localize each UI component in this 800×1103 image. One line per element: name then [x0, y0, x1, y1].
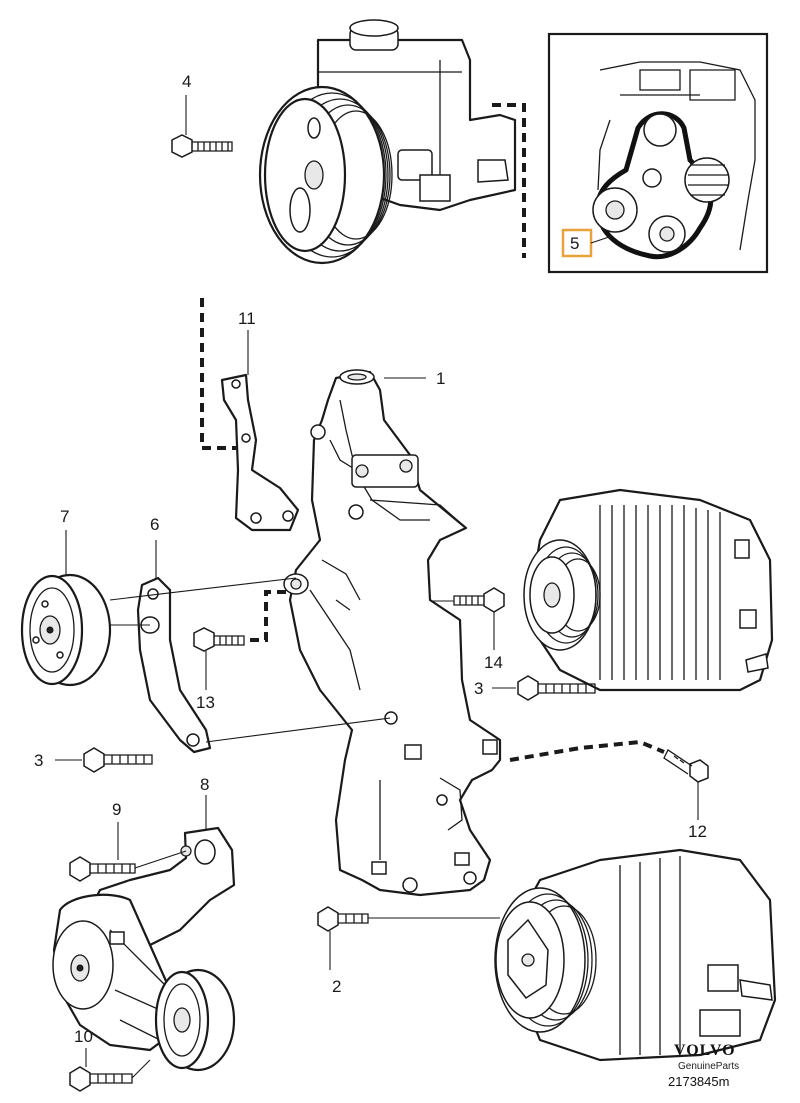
callout-2: 2: [332, 977, 341, 996]
callout-10: 10: [74, 1027, 93, 1046]
alternator: [523, 488, 774, 692]
bolt-3-right: [517, 675, 596, 701]
callout-14: 14: [484, 653, 503, 672]
bolt-2: [317, 906, 369, 932]
callout-4: 4: [182, 72, 191, 91]
volvo-logo: VOLVO: [674, 1042, 736, 1059]
main-bracket-1: [283, 369, 502, 897]
ac-compressor: [494, 848, 777, 1062]
callout-7: 7: [60, 507, 69, 526]
tensioner-arm-6: [136, 576, 212, 754]
genuine-parts-tagline: GenuineParts: [678, 1061, 739, 1072]
diagram-reference: 2173845m: [668, 1074, 729, 1089]
bracket-11: [220, 373, 300, 532]
callout-labels: 1 2 3 3 4 5 6 7 8 9 10 11 12 13 14: [34, 72, 707, 1046]
callout-1: 1: [436, 369, 445, 388]
power-steering-pump: [258, 19, 517, 265]
bolt-12: [663, 749, 709, 783]
callout-3-left: 3: [34, 751, 43, 770]
bolt-10: [69, 1066, 133, 1092]
bolt-13: [193, 627, 245, 652]
bolt-14: [453, 587, 505, 613]
volvo-branding: VOLVO GenuineParts 2173845m: [668, 1042, 739, 1089]
callout-3-right: 3: [474, 679, 483, 698]
belt-tensioner-8: [52, 826, 236, 1072]
callout-6: 6: [150, 515, 159, 534]
bolt-4: [171, 134, 233, 158]
callout-8: 8: [200, 775, 209, 794]
callout-11: 11: [238, 309, 256, 328]
belt-routing-inset: [547, 32, 769, 274]
callout-12: 12: [688, 822, 707, 841]
bolt-3-left: [83, 747, 153, 773]
callout-13: 13: [196, 693, 215, 712]
callout-5: 5: [570, 234, 579, 253]
idler-pulley-7: [20, 573, 112, 687]
callout-9: 9: [112, 800, 121, 819]
bolt-9: [69, 856, 136, 882]
